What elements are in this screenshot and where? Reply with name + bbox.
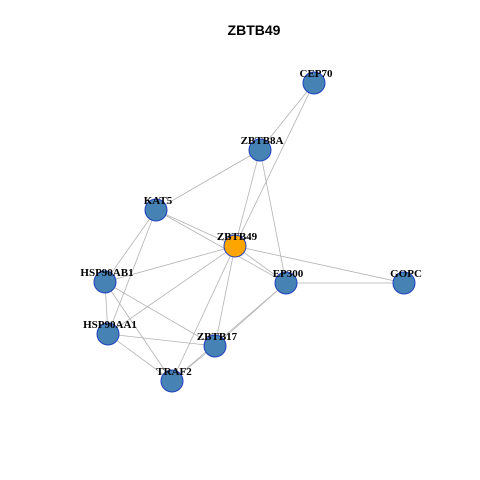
node-hsp90aa1 xyxy=(96,322,120,346)
edge-zbtb49-traf2 xyxy=(171,245,236,382)
node-label-zbtb49: ZBTB49 xyxy=(217,231,258,243)
edge-zbtb49-hsp90aa1 xyxy=(107,245,236,335)
edge-zbtb49-gopc xyxy=(234,245,405,284)
node-kat5 xyxy=(144,198,168,222)
node-label-gopc: GOPC xyxy=(390,268,422,280)
node-label-hsp90aa1: HSP90AA1 xyxy=(83,319,137,331)
edge-hsp90ab1-traf2 xyxy=(104,281,173,382)
node-label-zbtb8a: ZBTB8A xyxy=(241,135,284,147)
edge-cep70-zbtb49 xyxy=(234,82,315,247)
node-label-zbtb17: ZBTB17 xyxy=(197,331,238,343)
edge-zbtb49-zbtb17 xyxy=(214,245,236,347)
edge-zbtb8a-kat5 xyxy=(155,149,261,211)
edge-kat5-hsp90ab1 xyxy=(104,209,157,283)
edge-hsp90aa1-traf2 xyxy=(107,333,173,382)
node-ep300 xyxy=(274,271,298,295)
node-label-kat5: KAT5 xyxy=(144,195,173,207)
node-label-traf2: TRAF2 xyxy=(156,366,192,378)
edge-kat5-zbtb49 xyxy=(155,209,236,247)
edge-hsp90ab1-zbtb17 xyxy=(104,281,216,347)
edge-ep300-traf2 xyxy=(171,282,287,382)
node-label-cep70: CEP70 xyxy=(300,68,334,80)
edge-cep70-zbtb8a xyxy=(259,82,315,151)
node-layer xyxy=(93,71,416,393)
edge-kat5-hsp90aa1 xyxy=(107,209,157,335)
edge-hsp90aa1-zbtb17 xyxy=(107,333,216,347)
edge-kat5-ep300 xyxy=(155,209,287,284)
node-label-ep300: EP300 xyxy=(273,268,304,280)
node-label-hsp90ab1: HSP90AB1 xyxy=(80,267,133,279)
node-zbtb8a xyxy=(248,138,272,162)
edge-zbtb49-hsp90ab1 xyxy=(104,245,236,283)
node-zbtb49 xyxy=(223,234,247,258)
edge-zbtb8a-zbtb49 xyxy=(234,149,261,247)
node-hsp90ab1 xyxy=(93,270,117,294)
node-traf2 xyxy=(160,369,184,393)
node-cep70 xyxy=(302,71,326,95)
node-zbtb17 xyxy=(203,334,227,358)
node-gopc xyxy=(392,271,416,295)
edge-zbtb8a-ep300 xyxy=(259,149,287,284)
edge-layer xyxy=(104,82,405,382)
graph-title: ZBTB49 xyxy=(228,22,281,38)
